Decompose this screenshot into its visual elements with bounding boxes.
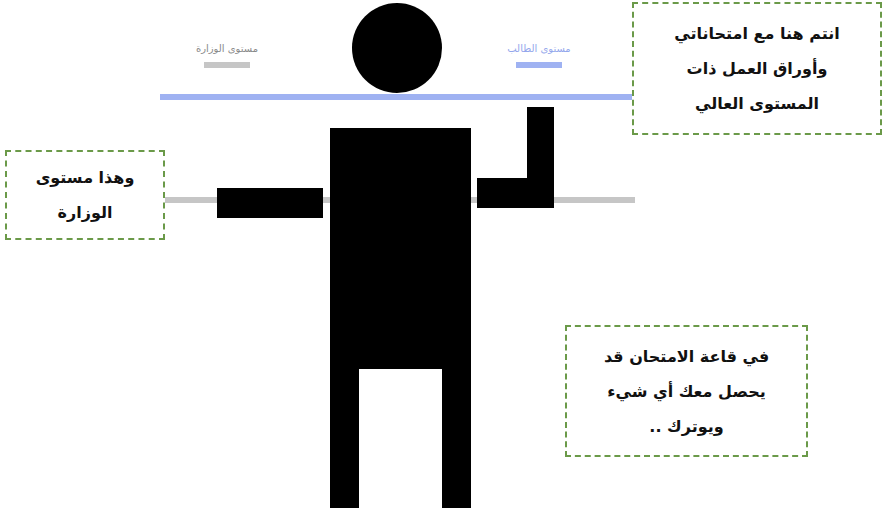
legend-swatch — [204, 62, 250, 68]
legend-text: مستوى الوزارة — [196, 42, 258, 56]
legend-item: مستوى الطالب — [507, 42, 570, 68]
figure-head — [352, 3, 442, 93]
figure-left-arm — [217, 188, 323, 218]
figure-body — [330, 128, 471, 369]
callout-text: انتم هنا مع امتحاناتي وأوراق العمل ذات ا… — [662, 16, 852, 121]
legend-swatch — [516, 62, 562, 68]
callout-text-wrap: في قاعة الامتحان قد يحصل معك أي شيء ويوت… — [594, 339, 779, 444]
figure-left-leg — [330, 368, 359, 508]
callout-box: وهذا مستوى الوزارة — [5, 150, 165, 240]
callout-text-wrap: وهذا مستوى الوزارة — [29, 160, 141, 230]
legend-text: مستوى الطالب — [507, 42, 570, 56]
figure-right-forearm — [527, 107, 554, 207]
callout-box: انتم هنا مع امتحاناتي وأوراق العمل ذات ا… — [632, 2, 882, 135]
callout-text: وهذا مستوى الوزارة — [29, 160, 141, 230]
callout-box: في قاعة الامتحان قد يحصل معك أي شيء ويوت… — [565, 325, 808, 457]
callout-text: في قاعة الامتحان قد يحصل معك أي شيء ويوت… — [594, 339, 779, 444]
callout-text-wrap: انتم هنا مع امتحاناتي وأوراق العمل ذات ا… — [662, 16, 852, 121]
legend-item: مستوى الوزارة — [196, 42, 258, 68]
student-level-line — [160, 94, 635, 100]
figure-right-leg — [442, 368, 471, 508]
